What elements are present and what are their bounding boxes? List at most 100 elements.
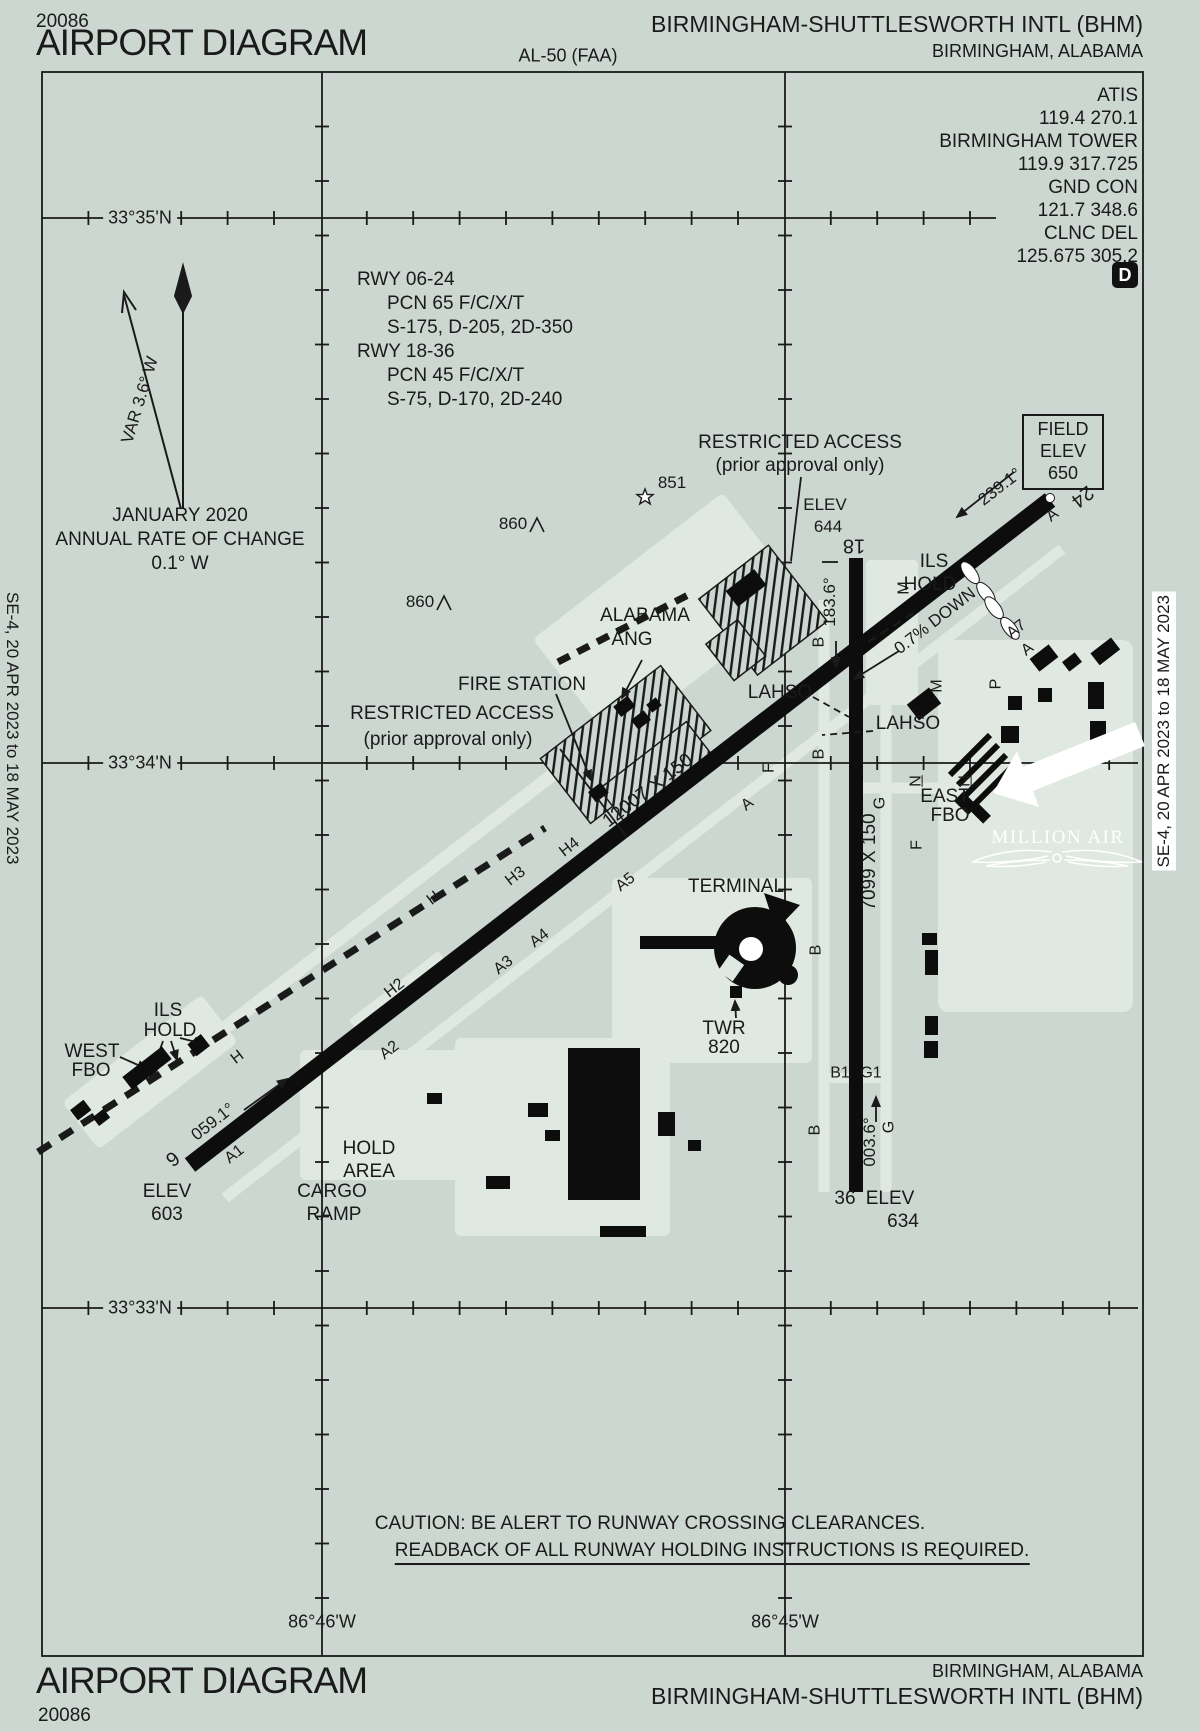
elev-634-label: ELEV <box>865 1188 915 1210</box>
alabama-ang-label1: ALABAMA <box>600 605 690 627</box>
runway-36-number: 36 <box>834 1188 856 1210</box>
west-fbo-label1: WEST <box>64 1041 120 1063</box>
lat-33-35: 33°35'N <box>103 208 177 228</box>
footer-airport: BIRMINGHAM-SHUTTLESWORTH INTL (BHM) <box>651 1683 1143 1709</box>
ils-hold-east-label2: HOLD <box>903 574 957 596</box>
field-elev-l1: FIELD <box>1037 419 1089 439</box>
rwy1836-strength: S-75, D-170, 2D-240 <box>387 389 563 410</box>
elev-603-value: 603 <box>151 1204 183 1226</box>
heading-003-label: 003.6° <box>860 1117 880 1167</box>
variation-date: JANUARY 2020 <box>112 505 248 527</box>
footer-city: BIRMINGHAM, ALABAMA <box>931 1661 1143 1681</box>
rwy0624-label: RWY 06-24 <box>357 269 455 290</box>
runways <box>184 493 1056 1192</box>
tower-label: BIRMINGHAM TOWER <box>939 131 1138 152</box>
ang-boundary-dashed-line <box>556 590 692 666</box>
leader-lines <box>36 471 1015 1155</box>
west-fbo-label2: FBO <box>71 1060 111 1082</box>
airport-title: BIRMINGHAM-SHUTTLESWORTH INTL (BHM) <box>651 11 1143 37</box>
ils-hold-east-dashed-line <box>867 608 919 644</box>
taxiway-p-label: P <box>987 678 1005 690</box>
elev-634-value: 634 <box>887 1211 919 1233</box>
cargo-building <box>568 1048 640 1200</box>
grade-arrow <box>852 650 900 681</box>
latlon-grid <box>41 71 1144 1657</box>
terminal-building <box>640 893 800 989</box>
heading-239-arrow <box>955 471 1015 519</box>
tower-freq: 119.9 317.725 <box>1017 154 1138 175</box>
heading-059-arrow <box>243 1077 289 1111</box>
obstacle-symbols <box>436 487 656 611</box>
elev-603-label: ELEV <box>142 1181 192 1203</box>
lon-86-45: 86°45'W <box>751 1611 819 1632</box>
restricted-access-west: RESTRICTED ACCESS <box>350 703 554 725</box>
runway-data-block: RWY 06-24 PCN 65 F/C/X/T S-175, D-205, 2… <box>357 268 573 412</box>
restricted-access-north: RESTRICTED ACCESS <box>698 432 902 454</box>
ils-critical-area-symbols <box>960 561 1020 640</box>
field-elev-l3: 650 <box>1047 463 1079 483</box>
heading-183-label: 183.6° <box>820 577 840 627</box>
runway-1836-dimensions: 7099 X 150 <box>859 813 881 911</box>
caution-line1: CAUTION: BE ALERT TO RUNWAY CROSSING CLE… <box>374 1513 926 1535</box>
lahso-label-east: LAHSO <box>875 713 941 735</box>
ils-hold-west-label1: ILS <box>153 1000 183 1022</box>
footer-title: AIRPORT DIAGRAM <box>36 1660 368 1701</box>
annual-rate-value: 0.1° W <box>151 553 209 575</box>
lon-86-46: 86°46'W <box>288 1611 356 1632</box>
ils-hold-east-label1: ILS <box>919 551 949 573</box>
taxiway-g-label1: G <box>871 796 889 810</box>
frequency-box: ATIS 119.4 270.1 BIRMINGHAM TOWER 119.9 … <box>820 84 1138 268</box>
obstacle-caret-860a <box>529 516 545 533</box>
million-air-logo: MILLION AIR <box>991 827 1125 849</box>
north-arrow <box>121 262 193 510</box>
rwy1836-label: RWY 18-36 <box>357 341 455 362</box>
taxiway-b-label4: B <box>806 1124 824 1136</box>
taxiway-b1-label: B1 <box>830 1064 850 1082</box>
rwy0624-strength: S-175, D-205, 2D-350 <box>387 317 573 338</box>
clearance-label: CLNC DEL <box>1044 223 1138 244</box>
west-boundary-dashed-line <box>36 825 547 1155</box>
west-fbo-building <box>122 1046 172 1090</box>
taxiway-f-label1: F <box>760 763 778 773</box>
lahso-label-west: LAHSO <box>747 682 813 704</box>
elev-644-label: ELEV <box>803 495 847 515</box>
caution-line2: READBACK OF ALL RUNWAY HOLDING INSTRUCTI… <box>394 1541 1030 1565</box>
hold-area-label2: AREA <box>343 1161 395 1183</box>
prior-approval-west: (prior approval only) <box>363 729 533 751</box>
cargo-ramp-label1: CARGO <box>297 1181 367 1203</box>
edge-note-left: SE-4, 20 APR 2023 to 18 MAY 2023 <box>3 592 22 865</box>
taxiway-g1-label: G1 <box>860 1064 882 1082</box>
ang-arrow <box>621 659 643 700</box>
elev-644-value: 644 <box>813 517 843 537</box>
lat-33-34: 33°34'N <box>103 753 177 773</box>
field-elevation-box: FIELD ELEV 650 <box>1022 414 1104 490</box>
east-fbo-hangar-stripes <box>947 732 1017 808</box>
footer-chart-number: 20086 <box>38 1705 91 1726</box>
obstacle-860a-label: 860 <box>498 514 528 534</box>
taxiway-f-label2: F <box>908 840 926 850</box>
cargo-ramp-label2: RAMP <box>306 1204 362 1226</box>
east-fbo-label2: FBO <box>930 805 970 827</box>
east-fbo-building <box>953 791 978 816</box>
ground-label: GND CON <box>1048 177 1138 198</box>
ils-hold-west-label2: HOLD <box>143 1020 197 1042</box>
airport-city: BIRMINGHAM, ALABAMA <box>931 41 1143 61</box>
prior-approval-north: (prior approval only) <box>715 455 885 477</box>
buildings <box>70 569 1121 1237</box>
runway-24-threshold-circle <box>1045 493 1055 503</box>
rwy1836-pcn: PCN 45 F/C/X/T <box>387 365 525 386</box>
page-title: AIRPORT DIAGRAM <box>36 22 368 63</box>
variation-arrow <box>121 289 182 510</box>
clearance-freq: 125.675 305.2 <box>1016 246 1138 267</box>
taxiway-b-label3: B <box>807 944 825 956</box>
obstacle-star-851 <box>634 487 656 506</box>
obstacle-860b-label: 860 <box>405 592 435 612</box>
atis-freq: 119.4 270.1 <box>1039 108 1138 129</box>
obstacle-851-label: 851 <box>657 473 687 493</box>
taxiway-b-label2: B <box>810 748 828 760</box>
chart-number-top: 20086 <box>36 11 89 32</box>
twr-elevation: 820 <box>708 1037 740 1059</box>
taxiway-g-label2: G <box>880 1120 898 1134</box>
field-elev-l2: ELEV <box>1039 441 1087 461</box>
